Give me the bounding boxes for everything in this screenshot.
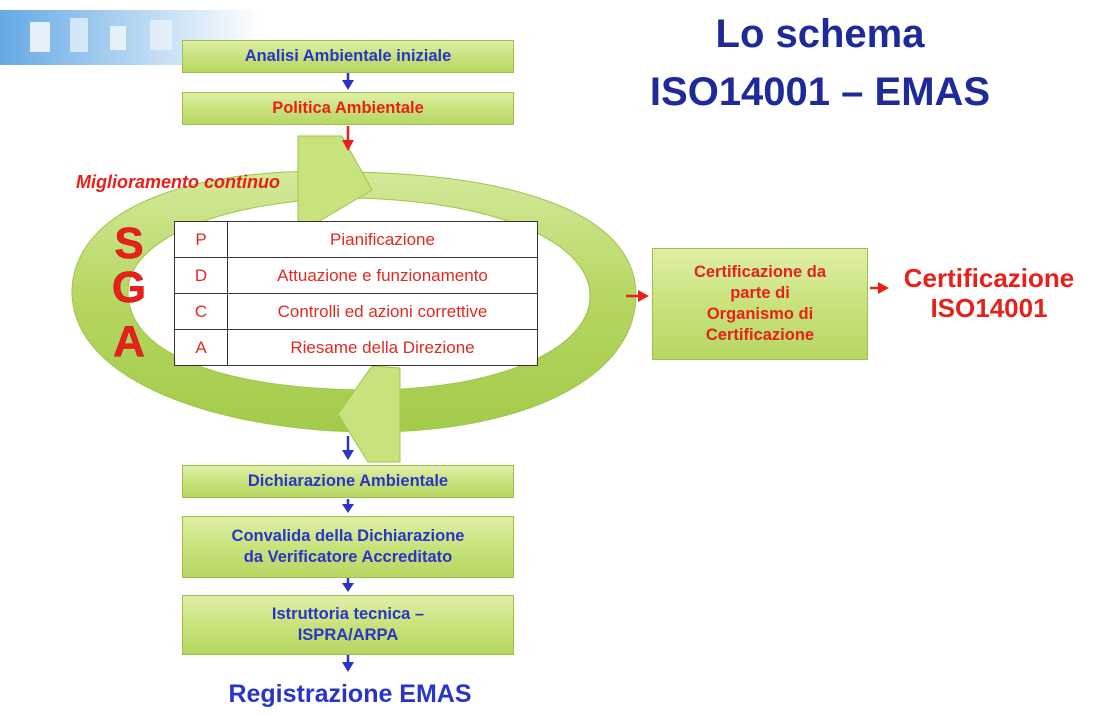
pdca-table: P Pianificazione D Attuazione e funziona… xyxy=(174,221,538,366)
title-line-2: ISO14001 – EMAS xyxy=(649,70,991,114)
sga-letter-a: A xyxy=(113,317,145,366)
pdca-row: C Controlli ed azioni correttive xyxy=(174,293,538,330)
step-convalida-line-1: Convalida della Dichiarazione xyxy=(231,527,465,545)
pdca-row: D Attuazione e funzionamento xyxy=(174,257,538,294)
sga-letter-s: S xyxy=(114,219,144,268)
step-politica-box: Politica Ambientale xyxy=(182,92,514,125)
step-istruttoria-line-2: ISPRA/ARPA xyxy=(297,626,399,644)
loop-arrowhead-bottom xyxy=(337,365,401,463)
sga-letter-g: G xyxy=(111,263,147,312)
step-analisi-box: Analisi Ambientale iniziale xyxy=(182,40,514,73)
red-arrows xyxy=(342,126,889,302)
pdca-label: Attuazione e funzionamento xyxy=(227,257,538,294)
pdca-row: A Riesame della Direzione xyxy=(174,329,538,366)
improvement-loop xyxy=(71,135,637,463)
pdca-row: P Pianificazione xyxy=(174,221,538,258)
title-line-1: Lo schema xyxy=(715,12,925,56)
certification-box-line-3: Organismo di xyxy=(706,305,814,323)
step-istruttoria-box: Istruttoria tecnica – ISPRA/ARPA xyxy=(182,595,514,655)
pdca-label: Riesame della Direzione xyxy=(227,329,538,366)
step-dichiarazione-label: Dichiarazione Ambientale xyxy=(247,472,449,490)
step-politica-label: Politica Ambientale xyxy=(272,99,424,117)
certification-box-line-2: parte di xyxy=(730,284,790,302)
pdca-key: A xyxy=(174,329,228,366)
pdca-label: Pianificazione xyxy=(227,221,538,258)
step-dichiarazione-box: Dichiarazione Ambientale xyxy=(182,465,514,498)
pdca-key: C xyxy=(174,293,228,330)
pdca-key: P xyxy=(174,221,228,258)
flow-arrows xyxy=(342,71,354,672)
certification-box-line-4: Certificazione xyxy=(705,326,815,344)
certification-result-line-2: ISO14001 xyxy=(930,293,1048,323)
certification-box-line-1: Certificazione da xyxy=(693,263,827,281)
pdca-label: Controlli ed azioni correttive xyxy=(227,293,538,330)
certification-result: Certificazione ISO14001 xyxy=(884,263,1094,323)
step-convalida-box: Convalida della Dichiarazione da Verific… xyxy=(182,516,514,578)
certification-box: Certificazione da parte di Organismo di … xyxy=(652,248,868,360)
step-istruttoria-line-1: Istruttoria tecnica – xyxy=(271,605,425,623)
step-analisi-label: Analisi Ambientale iniziale xyxy=(244,47,452,65)
registrazione-emas: Registrazione EMAS xyxy=(228,680,472,708)
pdca-key: D xyxy=(174,257,228,294)
corner-logo xyxy=(0,10,260,65)
loop-arrowhead-top xyxy=(297,135,373,223)
step-convalida-line-2: da Verificatore Accreditato xyxy=(243,548,453,566)
certification-result-line-1: Certificazione xyxy=(903,263,1075,293)
cycle-label: Miglioramento continuo xyxy=(76,172,280,192)
